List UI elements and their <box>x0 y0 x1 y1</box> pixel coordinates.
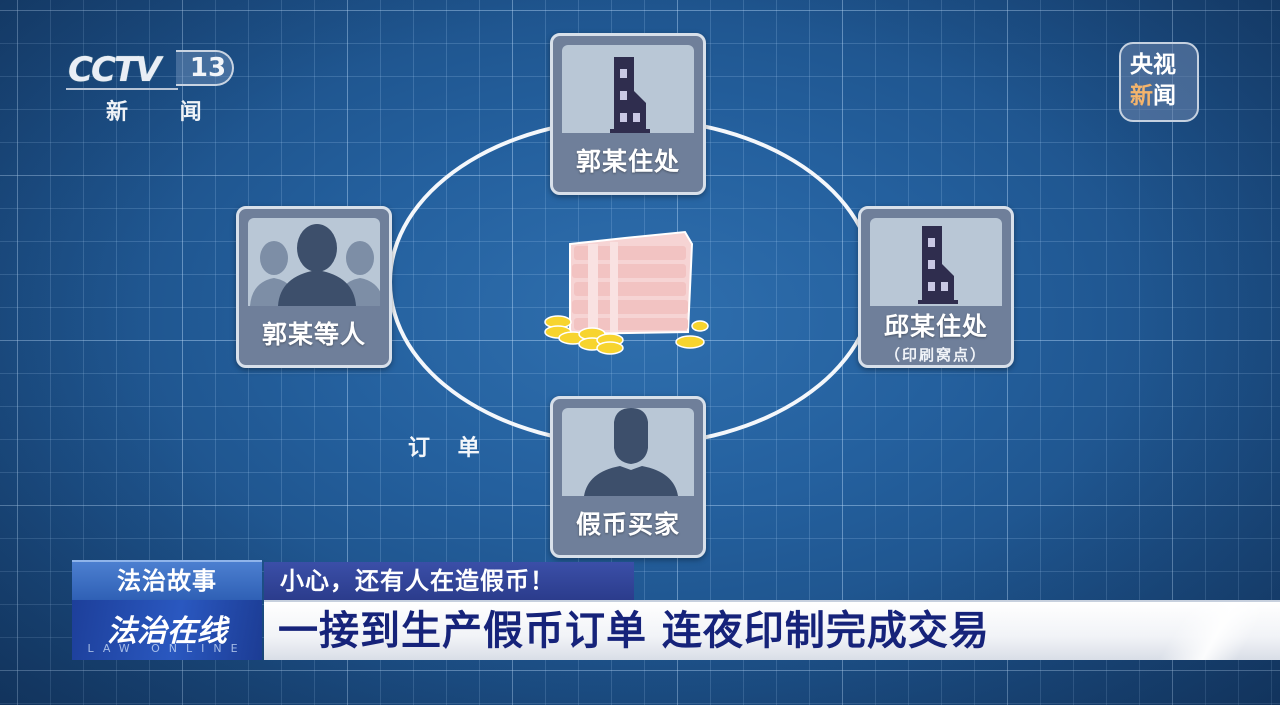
story-tag: 法治故事 <box>72 560 262 600</box>
node-picture <box>870 218 1002 306</box>
node-picture <box>562 408 694 496</box>
show-logo: 法治在线 LAW ONLINE <box>72 600 262 660</box>
node-guo-residence: 郭某住处 <box>550 33 706 195</box>
node-picture <box>248 218 380 306</box>
node-guo-and-others: 郭某等人 <box>236 206 392 368</box>
show-name: 法治在线 <box>107 614 227 649</box>
channel-number: 13 <box>176 50 234 86</box>
node-picture <box>562 45 694 133</box>
cctv13-logo: CCTV 13 新 闻 <box>66 44 236 125</box>
headline-banner: 小心，还有人在造假币！ <box>264 562 634 600</box>
edge-label-order: 订 单 <box>408 436 490 461</box>
cctv-wordmark: CCTV <box>68 50 161 90</box>
logo-underline <box>66 88 178 90</box>
channel-name: 新 闻 <box>106 100 224 125</box>
money-stack-with-coins-icon <box>544 230 709 355</box>
badge-line-1: 央视 <box>1130 52 1176 78</box>
badge-line-2: 新闻 <box>1130 81 1197 112</box>
badge-accent-char: 新 <box>1130 83 1153 109</box>
cctv-news-badge: 央视 新闻 <box>1119 42 1199 122</box>
person-silhouette-icon <box>584 408 678 496</box>
node-label: 郭某住处 <box>575 147 680 176</box>
node-qiu-residence-printing-site: 邱某住处 （印刷窝点） <box>858 206 1014 368</box>
people-group-icon <box>250 224 380 306</box>
node-counterfeit-buyer: 假币买家 <box>550 396 706 558</box>
show-name-english: LAW ONLINE <box>87 642 247 655</box>
badge-rest-char: 闻 <box>1153 83 1176 109</box>
caption-shine <box>1140 602 1280 660</box>
node-label: 邱某住处 <box>883 312 988 341</box>
main-caption-bar: 一接到生产假币订单 连夜印制完成交易 <box>264 600 1280 660</box>
main-caption: 一接到生产假币订单 连夜印制完成交易 <box>278 608 990 654</box>
building-icon <box>610 57 650 133</box>
node-label: 郭某等人 <box>261 320 366 349</box>
node-sublabel: （印刷窝点） <box>884 346 987 364</box>
node-label: 假币买家 <box>575 510 680 539</box>
building-icon <box>918 226 958 304</box>
